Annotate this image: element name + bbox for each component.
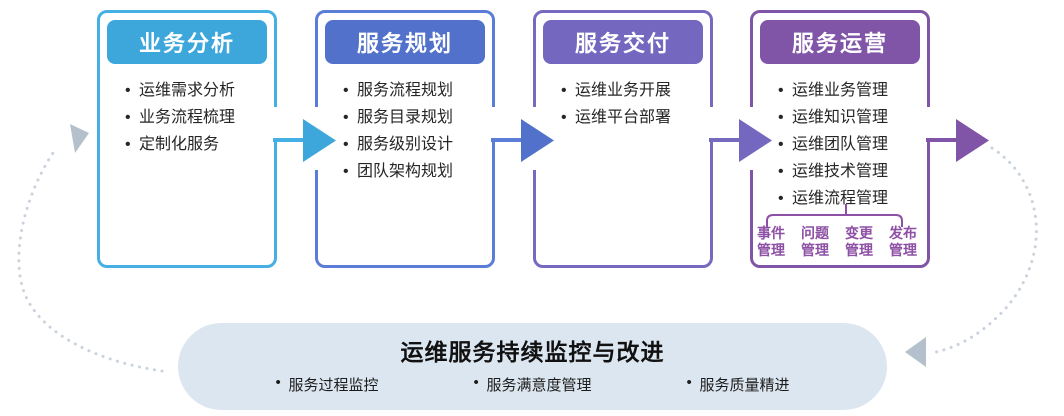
banner-item: 服务过程监控 — [275, 374, 378, 395]
flow-arrow-4 — [925, 107, 989, 162]
list-item: 服务流程规划 — [343, 77, 486, 104]
sub-management-item: 发布 管理 — [889, 225, 917, 258]
stage-item-list: 运维业务管理 运维知识管理 运维团队管理 运维技术管理 运维流程管理 — [753, 77, 927, 212]
list-item: 定制化服务 — [125, 131, 268, 158]
feedback-loop-right — [934, 146, 1038, 354]
sub-management-item: 变更 管理 — [845, 225, 873, 258]
stage-header: 服务规划 — [325, 20, 485, 64]
stage-header: 服务运营 — [760, 20, 920, 64]
stage-title: 业务分析 — [138, 31, 235, 56]
banner-item: 服务满意度管理 — [473, 374, 591, 395]
stage-title: 服务规划 — [356, 31, 453, 56]
list-item: 运维平台部署 — [561, 104, 704, 131]
list-item: 运维知识管理 — [778, 104, 921, 131]
list-item: 团队架构规划 — [343, 158, 486, 185]
stage-header: 服务交付 — [543, 20, 703, 64]
list-item: 运维需求分析 — [125, 77, 268, 104]
banner-item-list: 服务过程监控 服务满意度管理 服务质量精进 — [178, 374, 887, 395]
list-item: 运维团队管理 — [778, 131, 921, 158]
list-item: 运维业务管理 — [778, 77, 921, 104]
sub-management-item: 问题 管理 — [801, 225, 829, 258]
loop-arrowhead-to-start-icon — [70, 124, 89, 153]
stage-title: 服务运营 — [791, 31, 888, 56]
stage-item-list: 运维需求分析 业务流程梳理 定制化服务 — [100, 77, 274, 158]
banner-title: 运维服务持续监控与改进 — [400, 339, 665, 365]
flow-arrow-head — [956, 119, 989, 162]
list-item: 服务目录规划 — [343, 104, 486, 131]
loop-arrowhead-to-banner-icon — [905, 337, 926, 367]
stage-box-business-analysis: 业务分析 运维需求分析 业务流程梳理 定制化服务 — [97, 10, 277, 268]
list-item: 服务级别设计 — [343, 131, 486, 158]
stage-header: 业务分析 — [107, 20, 267, 64]
list-item: 运维流程管理 — [778, 185, 921, 212]
list-item: 运维业务开展 — [561, 77, 704, 104]
banner-item: 服务质量精进 — [687, 374, 790, 395]
stage-item-list: 服务流程规划 服务目录规划 服务级别设计 团队架构规划 — [318, 77, 492, 185]
sub-management-group: 事件 管理 问题 管理 变更 管理 发布 管理 — [757, 225, 917, 258]
stage-title: 服务交付 — [574, 31, 671, 56]
list-item: 运维技术管理 — [778, 158, 921, 185]
list-item: 业务流程梳理 — [125, 104, 268, 131]
stage-item-list: 运维业务开展 运维平台部署 — [536, 77, 710, 131]
stage-box-service-planning: 服务规划 服务流程规划 服务目录规划 服务级别设计 团队架构规划 — [315, 10, 495, 268]
stage-box-service-delivery: 服务交付 运维业务开展 运维平台部署 — [533, 10, 713, 268]
continuous-improvement-banner: 运维服务持续监控与改进 服务过程监控 服务满意度管理 服务质量精进 — [178, 323, 887, 410]
sub-management-item: 事件 管理 — [757, 225, 785, 258]
